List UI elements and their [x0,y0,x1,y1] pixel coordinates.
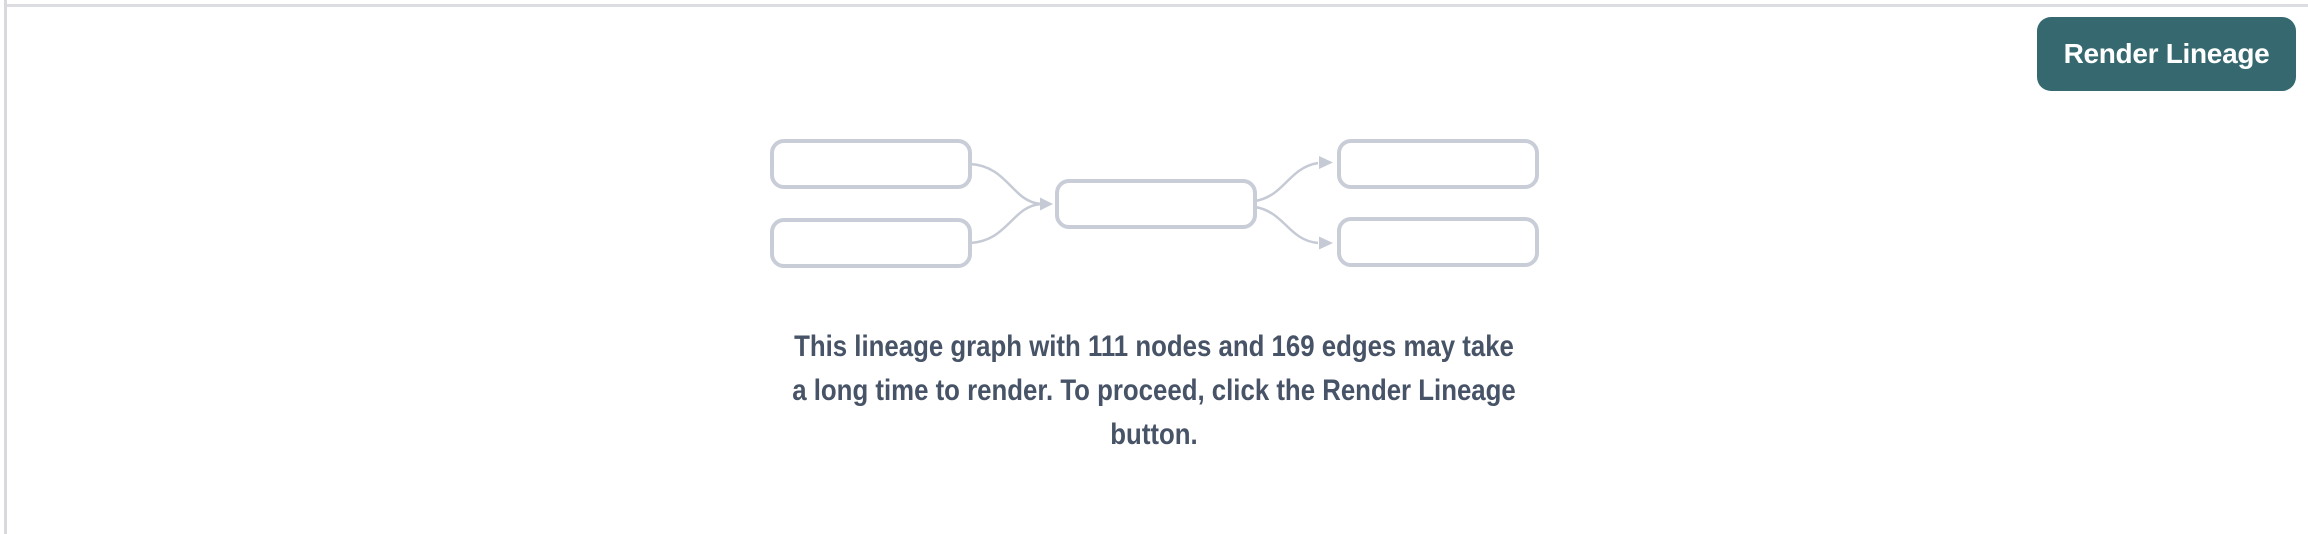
lineage-edges [969,161,1319,245]
message-line: button. [1110,418,1198,451]
node-center [1055,179,1257,229]
message-line: This lineage graph with 111 nodes and 16… [794,330,1514,363]
node-downstream-top [1337,139,1539,189]
render-lineage-button[interactable]: Render Lineage [2037,17,2296,91]
message-line: a long time to render. To proceed, click… [792,374,1516,407]
panel-left-divider [4,0,7,534]
lineage-nodes [770,139,1539,268]
panel-top-divider [7,4,2308,7]
node-downstream-bottom [1337,217,1539,267]
lineage-graph-icon [770,139,1539,268]
lineage-warning-message: This lineage graph with 111 nodes and 16… [162,325,2147,457]
node-upstream-top [770,139,972,189]
arrowhead-icon [1040,156,1333,250]
node-upstream-bottom [770,218,972,268]
